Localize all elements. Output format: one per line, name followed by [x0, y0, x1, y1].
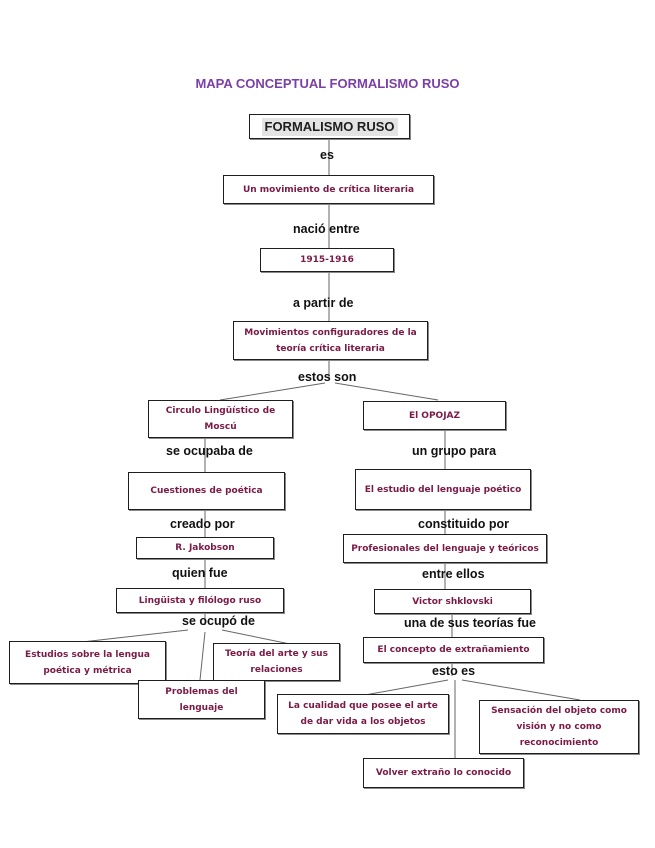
- node-victor-shklovski: Victor shklovski: [374, 589, 531, 614]
- node-profesionales: Profesionales del lenguaje y teóricos: [343, 534, 547, 563]
- link-constituido-por: constituido por: [418, 517, 509, 531]
- node-formalismo-ruso: FORMALISMO RUSO: [249, 114, 410, 139]
- node-circulo-linguistico: Circulo Lingüístico de Moscú: [148, 400, 293, 438]
- connector: [364, 679, 449, 696]
- link-se-ocupaba-de: se ocupaba de: [166, 444, 253, 458]
- link-nacio-entre: nació entre: [293, 222, 360, 236]
- node-opojaz: El OPOJAZ: [363, 401, 506, 430]
- node-cuestiones-poetica: Cuestiones de poética: [128, 472, 285, 510]
- link-es: es: [320, 148, 334, 162]
- link-esto-es: esto es: [432, 664, 476, 678]
- node-cualidad-arte: La cualidad que posee el arte de dar vid…: [277, 694, 449, 734]
- link-se-ocupo-de: se ocupó de: [182, 614, 255, 628]
- node-sensacion-objeto: Sensación del objeto como visión y no co…: [479, 700, 639, 754]
- node-concepto-extranamiento: El concepto de extrañamiento: [363, 637, 544, 663]
- link-un-grupo-para: un grupo para: [412, 444, 497, 458]
- node-movimiento-critica: Un movimiento de crítica literaria: [223, 175, 434, 204]
- map-title: MAPA CONCEPTUAL FORMALISMO RUSO: [195, 76, 460, 91]
- connector: [81, 629, 189, 643]
- link-una-de-sus-teorias-fue: una de sus teorías fue: [404, 616, 536, 630]
- node-estudios-lengua-poetica: Estudios sobre la lengua poética y métri…: [9, 641, 166, 684]
- link-a-partir-de: a partir de: [293, 296, 354, 310]
- node-problemas-lenguaje: Problemas del lenguaje: [138, 680, 265, 719]
- node-fechas: 1915-1916: [260, 248, 394, 272]
- node-linguista-filologo: Lingüista y filólogo ruso: [116, 588, 284, 613]
- connector: [461, 679, 581, 701]
- node-estudio-lenguaje-poetico: El estudio del lenguaje poético: [355, 469, 531, 510]
- link-estos-son: estos son: [298, 370, 357, 384]
- node-label: FORMALISMO RUSO: [261, 117, 398, 136]
- node-teoria-arte: Teoría del arte y sus relaciones: [213, 643, 340, 681]
- link-quien-fue: quien fue: [172, 566, 228, 580]
- link-entre-ellos: entre ellos: [422, 567, 485, 581]
- connector: [199, 631, 206, 681]
- connector: [334, 382, 439, 401]
- node-movimientos-configuradores: Movimientos configuradores de la teoría …: [233, 321, 428, 360]
- connector: [221, 629, 291, 645]
- connector: [219, 382, 326, 401]
- node-jakobson: R. Jakobson: [136, 537, 274, 559]
- node-volver-extrano: Volver extraño lo conocido: [363, 758, 524, 788]
- link-creado-por: creado por: [170, 517, 235, 531]
